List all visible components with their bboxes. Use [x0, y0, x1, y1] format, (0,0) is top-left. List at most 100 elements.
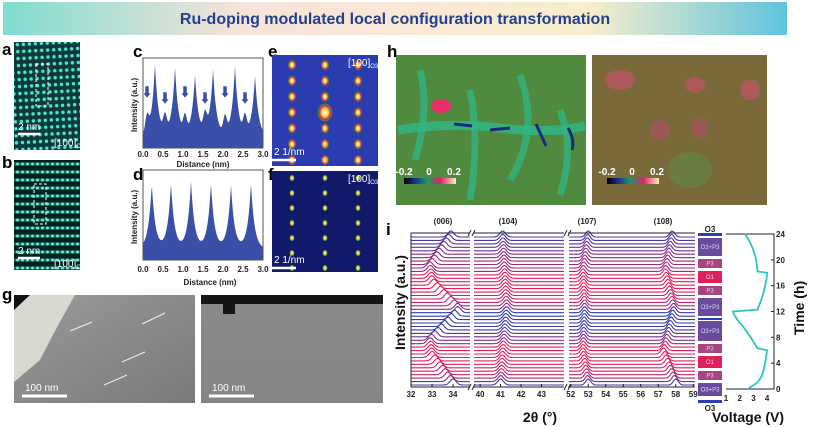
phase-block [698, 286, 722, 295]
diffraction-spot [321, 155, 329, 165]
xrd-trace [474, 268, 566, 276]
scale-bar-label: 100 nm [212, 383, 245, 394]
xrd-trace [411, 240, 472, 248]
xrd-trace [474, 261, 566, 269]
xrd-trace [569, 282, 695, 290]
phase-label: P3 [706, 347, 714, 353]
colorbar-tick-label: 0 [426, 167, 432, 178]
x-tick-label: 2.0 [217, 265, 229, 274]
xrd-trace [411, 275, 472, 283]
diffraction-spot [289, 220, 295, 226]
xrd-trace [474, 282, 566, 290]
axis-break-mark [467, 383, 476, 391]
xrd-trace [569, 319, 695, 328]
xrd-trace [569, 268, 695, 276]
voltage-curve [731, 233, 769, 390]
xrd-trace [474, 344, 566, 352]
phase-label: O3+P3 [701, 388, 721, 394]
panel-label-h: h [387, 42, 397, 61]
xrd-trace [569, 312, 695, 321]
zone-axis-label: [100]O3 [54, 259, 85, 271]
diffraction-spot [355, 175, 361, 181]
profile-c [142, 64, 263, 148]
xrd-trace [411, 237, 472, 245]
xrd-trace [474, 357, 566, 365]
xrd-trace [474, 230, 566, 238]
panel-a: a 2 nm [100]O3 [2, 40, 85, 150]
phase-block [698, 233, 722, 236]
phase-block [698, 271, 722, 283]
x-tick-label: 57 [654, 390, 663, 399]
phase-label: O3+P3 [701, 329, 721, 335]
xrd-trace [569, 309, 695, 317]
xrd-trace [569, 306, 695, 314]
xrd-trace [569, 254, 695, 262]
zone-axis-label: [100]O3 [348, 174, 379, 186]
intensity-profile [143, 64, 263, 148]
diffraction-spot [355, 205, 361, 211]
diffraction-spot [322, 175, 328, 181]
xrd-trace [569, 344, 695, 352]
xrd-trace [474, 306, 566, 314]
xrd-trace [474, 361, 566, 369]
xrd-trace [474, 244, 566, 252]
diffraction-spot [321, 123, 329, 134]
diffraction-spot [321, 139, 329, 150]
x-tick-label: 54 [601, 390, 610, 399]
xrd-trace [474, 275, 566, 283]
phase-label: O3 [705, 404, 716, 413]
y-axis-label-d: Intensity (a.u.) [130, 189, 139, 244]
xrd-trace [569, 340, 695, 348]
x-tick-label: 58 [671, 390, 680, 399]
diffraction-spot [354, 155, 362, 165]
xrd-trace [474, 313, 566, 321]
arrow-icon [142, 85, 152, 99]
x-tick-label: 56 [636, 390, 645, 399]
colorbar-tick-label: 0.2 [447, 167, 461, 178]
xrd-trace [474, 251, 566, 259]
scale-bar-label: 2 1/nm [274, 255, 305, 266]
xrd-trace [411, 323, 472, 331]
y-tick-label: 0 [776, 385, 781, 394]
x-tick-label: 3 [751, 394, 756, 403]
diffraction-spot [354, 107, 362, 118]
arrow-icon [220, 85, 230, 99]
diffraction-spot [289, 190, 295, 196]
xrd-trace [569, 354, 695, 362]
panel-label-e: e [268, 42, 277, 61]
diffraction-spot [289, 250, 295, 256]
diffraction-spot [288, 91, 296, 102]
diffraction-spot [288, 139, 296, 150]
axis-break [564, 231, 568, 389]
x-tick-label: 59 [689, 390, 698, 399]
xrd-trace [474, 323, 566, 331]
xrd-trace [474, 292, 566, 300]
x-axis-label-c: Distance (nm) [177, 160, 230, 169]
intensity-profile [143, 181, 263, 260]
xrd-trace [474, 254, 566, 262]
x-tick-label: 32 [407, 390, 416, 399]
panel-f: f 2 1/nm [100]O3 [268, 165, 379, 272]
diffraction-spot [355, 250, 361, 256]
xrd-trace [411, 378, 472, 386]
xrd-trace [569, 278, 695, 286]
panel-label-b: b [2, 153, 12, 172]
xrd-trace [411, 330, 472, 338]
xrd-trace [411, 278, 472, 286]
phase-block [698, 259, 722, 268]
diffraction-spot [322, 205, 328, 211]
xrd-trace [411, 316, 472, 324]
y-tick-label: 24 [776, 230, 785, 239]
diffraction-spot [322, 220, 328, 226]
peak-label: (006) [434, 217, 453, 226]
x-tick-label: 3.0 [257, 265, 269, 274]
xrd-trace [474, 368, 566, 376]
x-tick-label: 43 [537, 390, 546, 399]
xrd-trace [569, 333, 695, 341]
xrd-trace [569, 261, 695, 269]
diffraction-spot [354, 60, 362, 70]
